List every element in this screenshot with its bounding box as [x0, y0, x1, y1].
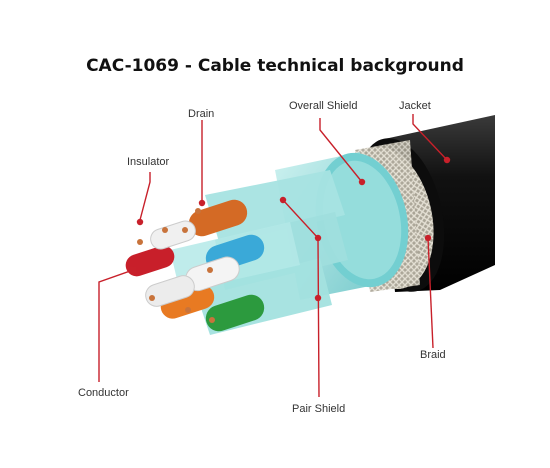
- label-overall-shield: Overall Shield: [289, 100, 357, 112]
- label-conductor: Conductor: [78, 387, 129, 399]
- jacket-leader: [412, 114, 448, 161]
- label-braid: Braid: [420, 349, 446, 361]
- label-pair-shield: Pair Shield: [292, 403, 345, 415]
- braid-leader: [427, 237, 434, 349]
- conductor-leader: [98, 269, 134, 382]
- insulated-wires: [125, 199, 265, 332]
- label-jacket: Jacket: [399, 100, 431, 112]
- label-drain: Drain: [188, 108, 214, 120]
- diagram-title: CAC-1069 - Cable technical background: [86, 56, 464, 76]
- overall-shield-leader: [319, 118, 363, 183]
- label-insulator: Insulator: [127, 156, 170, 168]
- insulator-leader: [139, 172, 151, 221]
- leader-dots: [129, 156, 451, 302]
